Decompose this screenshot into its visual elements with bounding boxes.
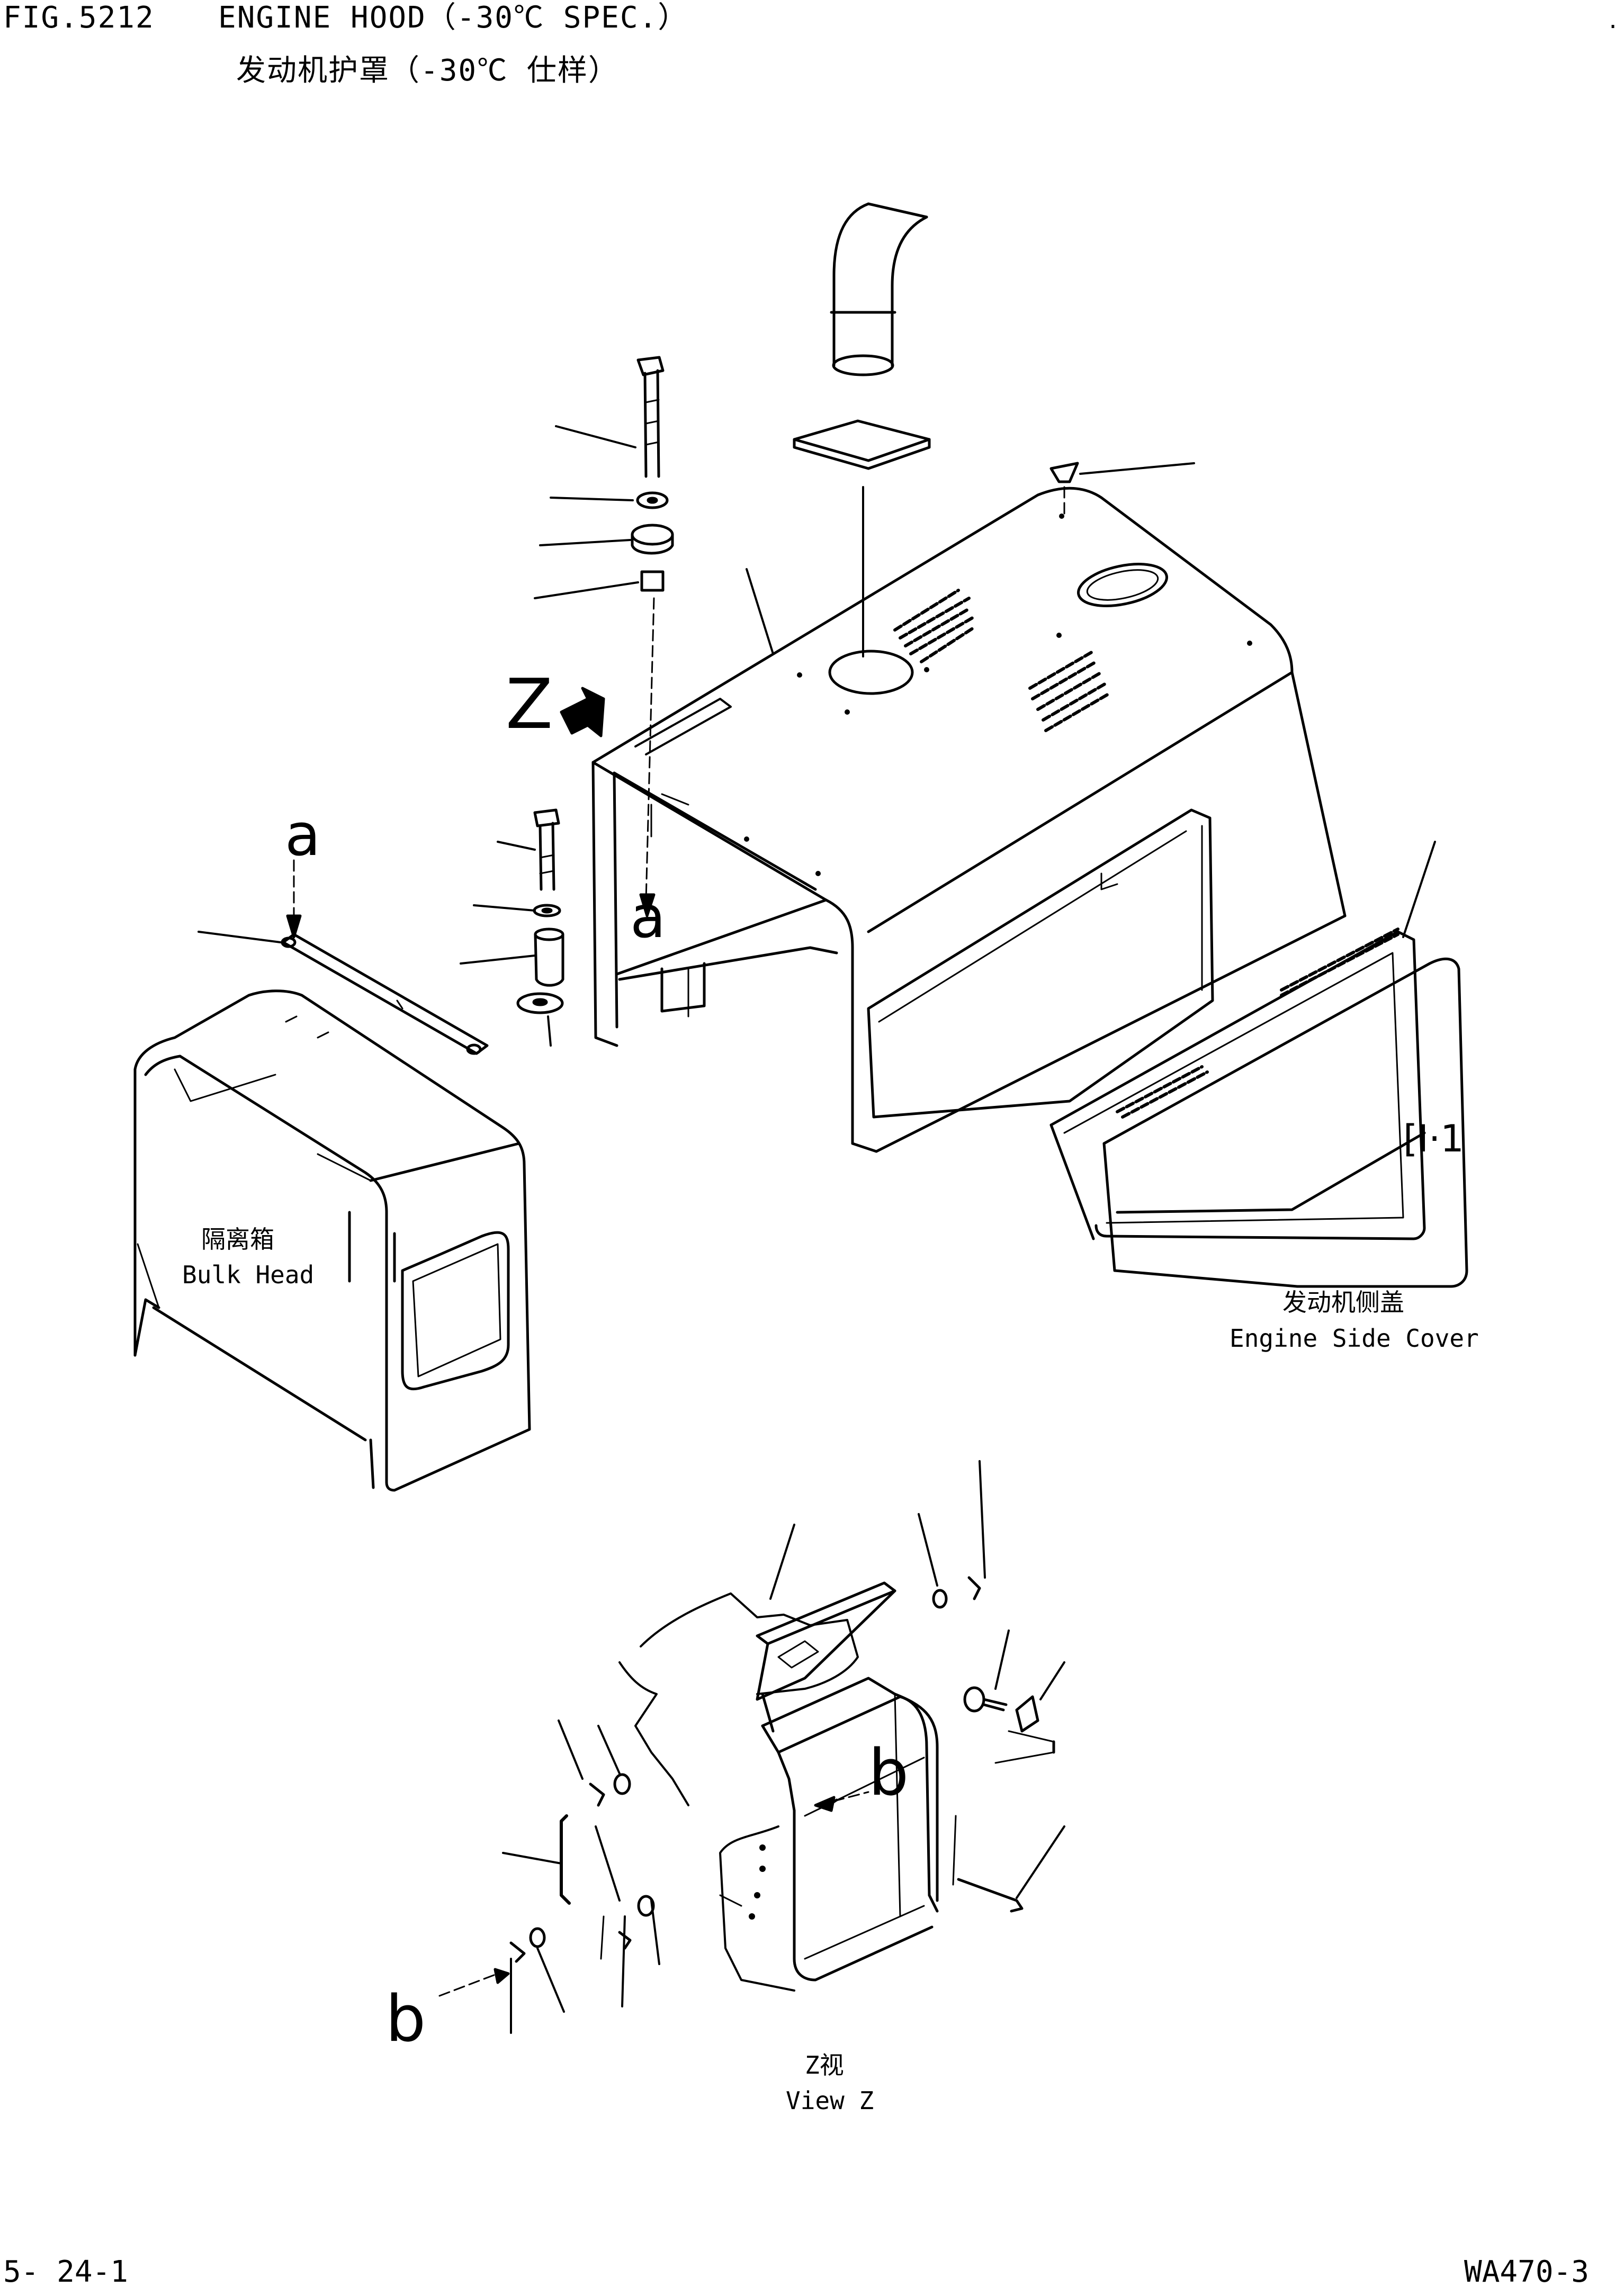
view-z-detail: [509, 1576, 1055, 1992]
engine-hood: [591, 487, 1347, 1153]
arrow-icon: [814, 1796, 836, 1812]
bulk-head: [133, 989, 531, 1492]
corner-mark: .: [1607, 11, 1615, 32]
marker-a-top: a: [630, 883, 666, 951]
exhaust-pipe: [793, 202, 931, 470]
figure-number: FIG.5212: [3, 1, 155, 35]
engine-side-cover: [1049, 928, 1468, 1288]
clip-fastener: [1049, 462, 1079, 483]
leader-line: [645, 597, 655, 901]
marker-b-right: b: [868, 1736, 909, 1810]
label-view-z-en: View Z: [786, 2086, 874, 2115]
model-number: WA470-3: [1464, 2255, 1590, 2289]
label-view-z-cn: Z视: [805, 2051, 844, 2079]
marker-z: Z: [506, 664, 553, 744]
label-bulk-head-cn: 隔离箱: [201, 1225, 274, 1254]
leader-lines-view-z: [502, 1460, 1065, 2034]
leader-lines: [534, 425, 639, 599]
arrow-icon: [286, 914, 302, 939]
page-reference: 5- 24-1: [3, 2255, 129, 2289]
leader-lines: [460, 841, 552, 1047]
label-bulk-head-en: Bulk Head: [182, 1260, 315, 1289]
view-direction-arrow-icon: [560, 687, 605, 737]
leader-line: [1079, 462, 1195, 475]
arrow-icon: [494, 1968, 510, 1984]
leader-line: [198, 931, 282, 943]
marker-a-mid: a: [285, 801, 320, 869]
leader-line: [1402, 841, 1436, 938]
hood-bolt-stack: [631, 356, 674, 592]
leader-line: [438, 1974, 496, 1997]
plate-marker: [I·1: [1403, 1117, 1464, 1160]
leader-line: [746, 568, 774, 655]
support-bar: [281, 933, 489, 1055]
bulkhead-bolt-stack: [516, 808, 564, 1014]
title-english: ENGINE HOOD（-30℃ SPEC.）: [218, 1, 689, 35]
title-chinese: 发动机护罩（-30℃ 仕样）: [236, 53, 619, 88]
arrow-icon: [639, 893, 656, 917]
label-side-cover-en: Engine Side Cover: [1230, 1324, 1479, 1353]
label-side-cover-cn: 发动机侧盖: [1282, 1288, 1404, 1317]
marker-b-left: b: [385, 1983, 426, 2056]
